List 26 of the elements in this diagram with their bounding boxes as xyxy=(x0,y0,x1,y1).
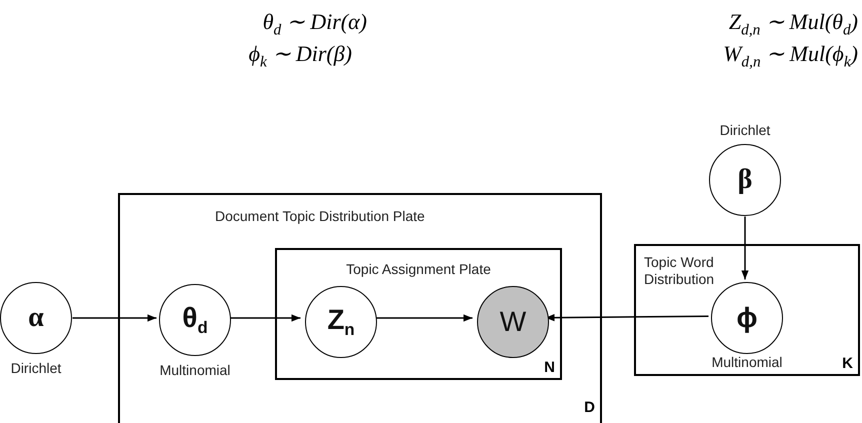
formula-text: θ$_{d}$ ∼ Dir(α) xyxy=(262,10,367,40)
plate-title: Document Topic Distribution Plate xyxy=(215,208,425,225)
distribution-label: Dirichlet xyxy=(10,360,62,376)
plate-frame xyxy=(275,248,562,380)
variable-symbol: W xyxy=(500,308,526,336)
plate-count: N xyxy=(544,360,555,375)
plate-count: D xyxy=(584,400,595,415)
variable-symbol: Z$_{n}$ xyxy=(327,306,355,338)
formula-text: ϕ$_{k}$ ∼ Dir(β) xyxy=(248,42,352,72)
plate-frame xyxy=(634,244,860,376)
formula-text: Z$_{d,n}$ ∼ Mul(θ$_{d}$) xyxy=(728,10,858,40)
arrow xyxy=(230,314,300,322)
distribution-label: Multinomial xyxy=(712,354,782,370)
arrow xyxy=(72,314,156,322)
arrow xyxy=(741,216,749,280)
plate-count: K xyxy=(842,356,853,371)
variable-symbol: β xyxy=(738,166,752,194)
plate-title: Topic Word Distribution xyxy=(644,254,716,288)
variable-symbol: α xyxy=(28,304,44,332)
distribution-label: Dirichlet xyxy=(720,122,770,138)
formula-text: W$_{d,n}$ ∼ Mul(ϕ$_{k}$) xyxy=(723,42,858,72)
variable-symbol: ϕ xyxy=(736,304,758,332)
plate-frame xyxy=(118,193,602,423)
plate-title: Topic Assignment Plate xyxy=(345,261,492,278)
distribution-label: Multinomial xyxy=(160,362,230,378)
variable-symbol: θ$_{d}$ xyxy=(182,304,208,336)
